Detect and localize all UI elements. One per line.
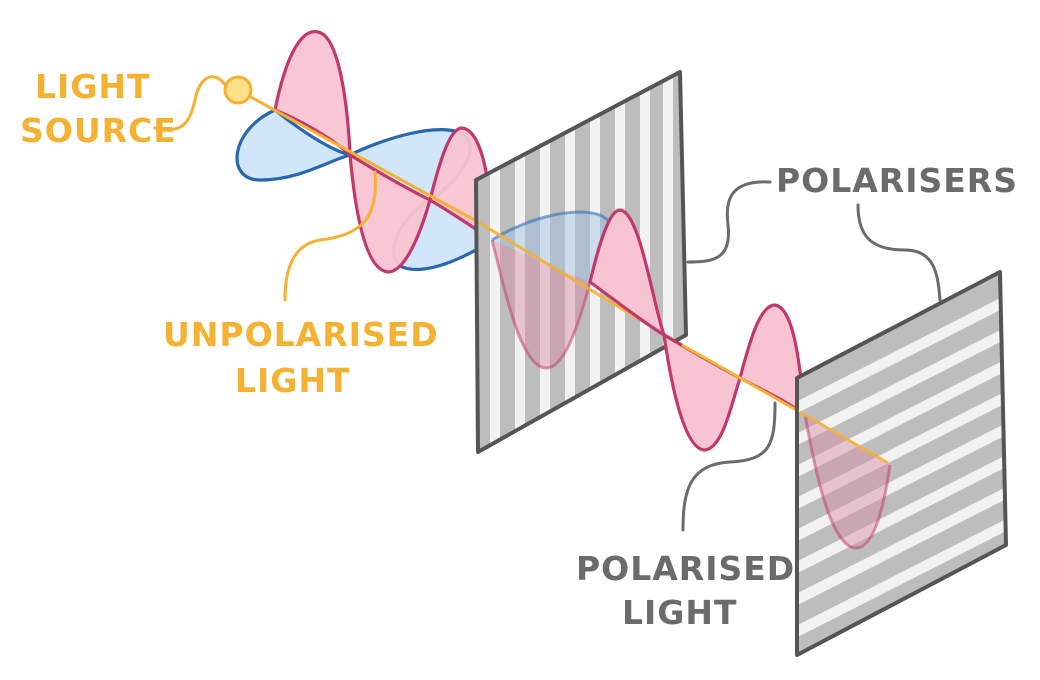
vertical-polariser (474, 70, 688, 454)
light-beam-segment-1 (237, 88, 479, 224)
light-source-leader (153, 75, 228, 132)
blocked-wave-ghost (803, 414, 892, 550)
polarised-wave-lobe-2 (661, 331, 742, 452)
light-source-label-line-2: SOURCE (20, 111, 177, 150)
light-beam-segment-2 (681, 343, 801, 414)
light-source-icon (223, 75, 253, 105)
polarised-light-leader (681, 401, 777, 532)
unpolarised-light-wave (235, 30, 495, 274)
horizontal-polariser-slits (797, 288, 1006, 646)
polarised-light-label-line-1: POLARISED (576, 549, 795, 588)
horizontal-polariser (795, 270, 1008, 657)
light-source-label-line-1: LIGHT (35, 67, 151, 106)
horizontal-wave-loop-1 (235, 108, 351, 182)
unpolarised-light-leader (283, 170, 377, 302)
polarised-wave-lobe-1 (588, 208, 667, 339)
polarised-light-label-line-2: LIGHT (622, 593, 738, 632)
unpolarised-light-label-line-2: LIGHT (235, 361, 351, 400)
polarisers-label: POLARISERS (776, 161, 1018, 200)
filtered-vertical-wave-ghost (490, 239, 592, 370)
polarisers-leader-1 (686, 180, 772, 264)
polarisers-leader-2 (856, 203, 942, 302)
unpolarised-light-label-line-1: UNPOLARISED (163, 315, 439, 354)
vertical-wave-lobe-1 (273, 30, 352, 160)
